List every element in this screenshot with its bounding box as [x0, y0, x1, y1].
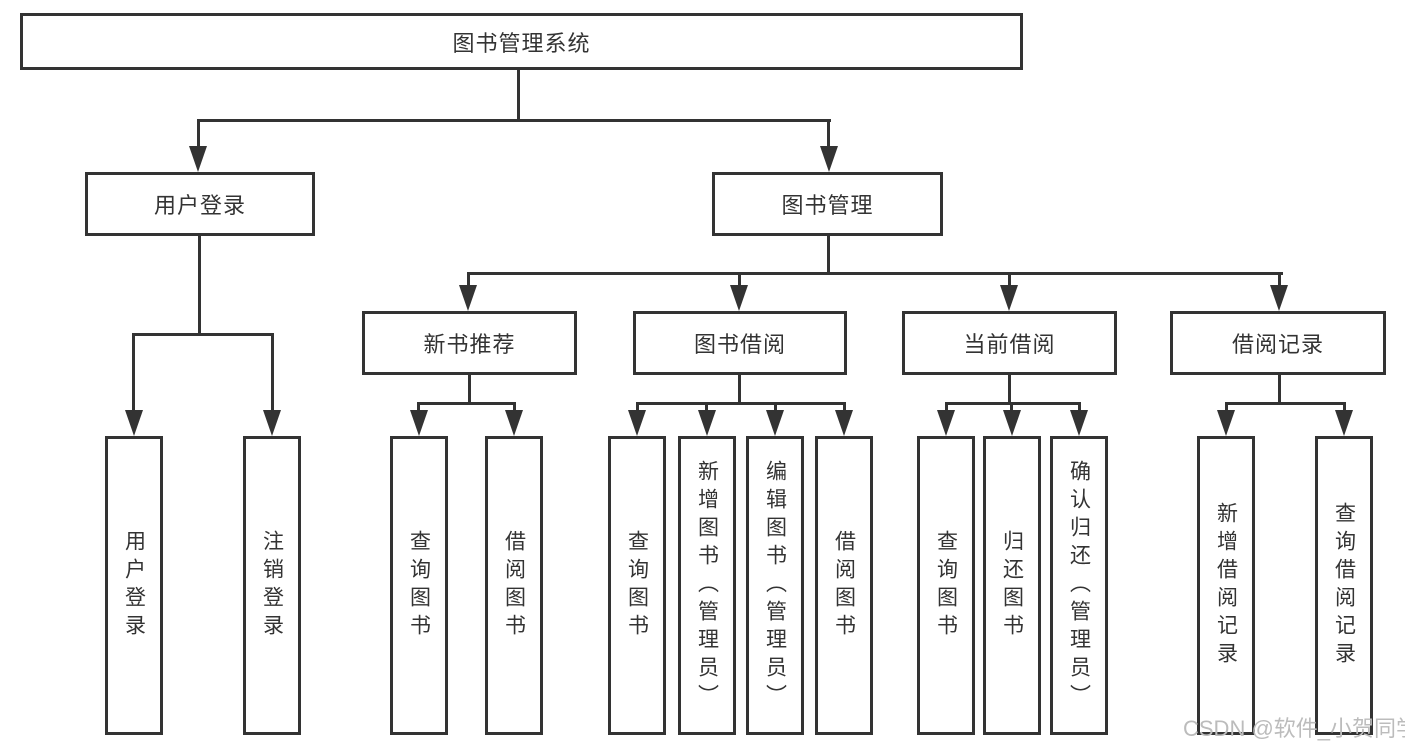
connector-line — [513, 402, 516, 414]
node-book-management: 图书管理 — [712, 172, 943, 236]
node-label: 当前借阅 — [963, 332, 1056, 357]
connector-line — [1008, 374, 1011, 405]
node-label: 注销登录 — [260, 529, 284, 642]
connector-line — [271, 333, 274, 412]
leaf-confirm-return-admin: 确认归还（管理员） — [1050, 436, 1108, 735]
leaf-borrow-books-recommend: 借阅图书 — [485, 436, 543, 735]
connector-arrowhead — [125, 410, 143, 436]
connector-arrowhead — [1270, 285, 1288, 311]
node-label: 确认归还（管理员） — [1067, 459, 1091, 712]
node-label: 编辑图书（管理员） — [763, 459, 787, 712]
leaf-borrow-books: 借阅图书 — [815, 436, 873, 735]
node-label: 用户登录 — [122, 529, 146, 642]
connector-line — [197, 119, 831, 122]
connector-arrowhead — [730, 285, 748, 311]
connector-arrowhead — [1335, 410, 1353, 436]
connector-line — [843, 402, 846, 414]
connector-line — [1278, 374, 1281, 405]
connector-line — [1225, 402, 1346, 405]
connector-line — [467, 272, 1283, 275]
connector-line — [417, 402, 420, 414]
node-user-login: 用户登录 — [85, 172, 315, 236]
connector-line — [945, 402, 1081, 405]
connector-line — [774, 402, 777, 414]
leaf-edit-book-admin: 编辑图书（管理员） — [746, 436, 804, 735]
connector-arrowhead — [628, 410, 646, 436]
node-label: 新书推荐 — [423, 332, 516, 357]
connector-line — [1343, 402, 1346, 414]
node-label: 图书管理 — [781, 193, 874, 218]
connector-arrowhead — [189, 146, 207, 172]
leaf-user-login: 用户登录 — [105, 436, 163, 735]
connector-arrowhead — [1000, 285, 1018, 311]
connector-arrowhead — [766, 410, 784, 436]
node-current-borrowing: 当前借阅 — [902, 311, 1117, 375]
connector-line — [197, 119, 200, 148]
node-label: 借阅图书 — [502, 529, 526, 642]
node-label: 图书管理系统 — [452, 30, 591, 56]
node-label: 新增图书（管理员） — [695, 459, 719, 712]
node-label: 查询借阅记录 — [1332, 501, 1356, 670]
connector-arrowhead — [1003, 410, 1021, 436]
connector-line — [1010, 402, 1013, 414]
connector-line — [132, 333, 135, 412]
node-label: 借阅图书 — [832, 529, 856, 642]
connector-line — [1008, 272, 1011, 288]
connector-line — [517, 69, 520, 122]
connector-line — [1278, 272, 1281, 288]
connector-line — [827, 235, 830, 275]
connector-arrowhead — [820, 146, 838, 172]
node-label: 新增借阅记录 — [1214, 501, 1238, 670]
leaf-query-books-borrow: 查询图书 — [608, 436, 666, 735]
node-borrowing-records: 借阅记录 — [1170, 311, 1386, 375]
connector-line — [467, 272, 470, 288]
connector-line — [636, 402, 639, 414]
connector-line — [1078, 402, 1081, 414]
node-label: 图书借阅 — [693, 332, 786, 357]
connector-arrowhead — [1217, 410, 1235, 436]
connector-line — [198, 235, 201, 335]
node-new-book-recommendation: 新书推荐 — [362, 311, 577, 375]
leaf-query-books-current: 查询图书 — [917, 436, 975, 735]
connector-line — [132, 333, 274, 336]
connector-line — [738, 374, 741, 405]
connector-line — [827, 119, 830, 148]
leaf-logout: 注销登录 — [243, 436, 301, 735]
connector-arrowhead — [410, 410, 428, 436]
node-label: 查询图书 — [934, 529, 958, 642]
connector-line — [468, 374, 471, 405]
leaf-add-borrow-record: 新增借阅记录 — [1197, 436, 1255, 735]
connector-line — [705, 402, 708, 414]
connector-line — [1225, 402, 1228, 414]
leaf-query-borrow-record: 查询借阅记录 — [1315, 436, 1373, 735]
connector-arrowhead — [835, 410, 853, 436]
connector-arrowhead — [698, 410, 716, 436]
connector-line — [417, 402, 516, 405]
node-label: 查询图书 — [625, 529, 649, 642]
leaf-add-book-admin: 新增图书（管理员） — [678, 436, 736, 735]
leaf-query-books-recommend: 查询图书 — [390, 436, 448, 735]
csdn-watermark: CSDN @软件_小贺同学 — [1183, 716, 1405, 741]
node-book-borrowing: 图书借阅 — [633, 311, 847, 375]
node-label: 归还图书 — [1000, 529, 1024, 642]
connector-arrowhead — [459, 285, 477, 311]
connector-arrowhead — [937, 410, 955, 436]
connector-line — [636, 402, 846, 405]
connector-line — [738, 272, 741, 288]
node-label: 查询图书 — [407, 529, 431, 642]
connector-arrowhead — [263, 410, 281, 436]
connector-arrowhead — [1070, 410, 1088, 436]
connector-line — [945, 402, 948, 414]
node-label: 用户登录 — [153, 193, 246, 218]
node-library-system: 图书管理系统 — [20, 13, 1023, 70]
connector-arrowhead — [505, 410, 523, 436]
leaf-return-books: 归还图书 — [983, 436, 1041, 735]
node-label: 借阅记录 — [1231, 332, 1324, 357]
